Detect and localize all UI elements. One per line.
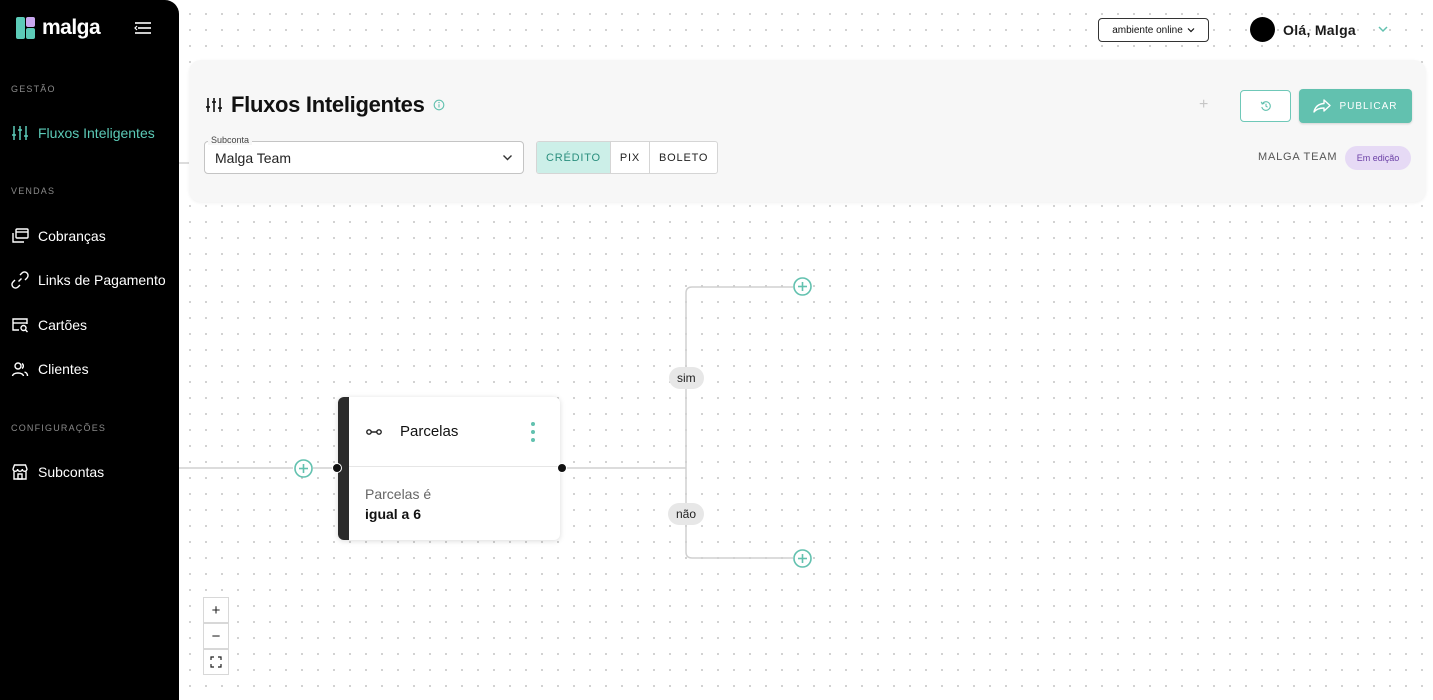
store-icon xyxy=(12,464,28,480)
node-condition-label: Parcelas é xyxy=(365,486,432,502)
user-greeting: Olá, Malga xyxy=(1283,21,1357,38)
organization-name: MALGA TEAM xyxy=(1258,151,1338,163)
node-output-handle[interactable] xyxy=(557,463,567,473)
more-vertical-icon[interactable] xyxy=(529,421,537,443)
subaccount-label: Subconta xyxy=(208,135,253,145)
sidebar-item-cobrancas[interactable]: Cobranças xyxy=(11,225,106,247)
status-badge: Em edição xyxy=(1345,146,1411,170)
add-node-button-input[interactable] xyxy=(293,458,314,479)
flow-header-panel xyxy=(189,60,1426,202)
tab-pix[interactable]: PIX xyxy=(609,142,649,173)
logo[interactable]: malga xyxy=(16,16,101,40)
sidebar-item-label: Clientes xyxy=(38,361,89,377)
sidebar-item-links-de-pagamento[interactable]: Links de Pagamento xyxy=(11,269,166,291)
user-menu[interactable]: Olá, Malga xyxy=(1250,17,1356,42)
add-node-button-no[interactable] xyxy=(792,548,813,569)
link-icon xyxy=(11,271,29,289)
publish-label: PUBLICAR xyxy=(1339,100,1398,112)
share-icon xyxy=(1313,99,1332,113)
info-icon[interactable] xyxy=(433,99,445,111)
sidebar-item-label: Links de Pagamento xyxy=(38,272,166,288)
node-condition-value: igual a 6 xyxy=(365,506,422,522)
subaccount-select[interactable]: Malga Team xyxy=(204,141,524,174)
section-title-vendas: VENDAS xyxy=(11,186,56,196)
environment-value: ambiente online xyxy=(1112,24,1183,36)
sidebar-item-fluxos-inteligentes[interactable]: Fluxos Inteligentes xyxy=(11,122,155,144)
sidebar-item-clientes[interactable]: Clientes xyxy=(11,358,89,380)
sidebar: malga GESTÃO Fluxos Inteligentes VENDAS … xyxy=(0,0,179,700)
page-title: Fluxos Inteligentes xyxy=(231,92,425,117)
environment-select[interactable]: ambiente online xyxy=(1098,18,1209,42)
node-header: Parcelas xyxy=(349,397,560,467)
flow-node-parcelas[interactable]: Parcelas Parcelas é igual a 6 xyxy=(338,397,560,540)
node-input-handle[interactable] xyxy=(332,463,342,473)
sidebar-item-label: Fluxos Inteligentes xyxy=(38,125,155,141)
fit-view-button[interactable] xyxy=(203,649,229,675)
sidebar-item-label: Cobranças xyxy=(38,228,106,244)
branch-label-no: não xyxy=(668,503,705,525)
history-button[interactable] xyxy=(1240,90,1291,122)
publish-button[interactable]: PUBLICAR xyxy=(1299,89,1412,123)
history-icon xyxy=(1260,101,1271,111)
logo-text: malga xyxy=(42,16,101,39)
node-title: Parcelas xyxy=(400,423,459,440)
add-icon[interactable]: + xyxy=(1199,96,1209,113)
sidebar-item-cartoes[interactable]: Cartões xyxy=(11,314,87,336)
sliders-icon xyxy=(12,126,28,140)
card-search-icon xyxy=(12,318,28,333)
chevron-down-icon xyxy=(503,155,512,161)
chevron-down-icon[interactable] xyxy=(1377,23,1389,35)
chevron-down-icon xyxy=(1187,28,1195,33)
malga-logo-icon xyxy=(16,17,35,39)
installments-icon xyxy=(366,429,382,435)
zoom-out-button[interactable]: − xyxy=(203,623,229,649)
menu-collapse-icon[interactable] xyxy=(134,20,152,36)
section-title-configuracoes: CONFIGURAÇÕES xyxy=(11,423,107,433)
zoom-in-button[interactable]: + xyxy=(203,597,229,623)
users-icon xyxy=(11,362,29,377)
node-accent-bar xyxy=(338,397,349,540)
sidebar-item-label: Cartões xyxy=(38,317,88,333)
fullscreen-icon xyxy=(210,656,222,668)
tab-credito[interactable]: CRÉDITO xyxy=(537,142,610,173)
sidebar-item-subcontas[interactable]: Subcontas xyxy=(11,461,104,483)
section-title-gestao: GESTÃO xyxy=(11,84,56,94)
subaccount-value: Malga Team xyxy=(215,150,292,166)
sidebar-item-label: Subcontas xyxy=(38,464,105,480)
charges-icon xyxy=(12,228,29,243)
avatar xyxy=(1250,17,1275,42)
tab-boleto[interactable]: BOLETO xyxy=(649,142,717,173)
branch-label-yes: sim xyxy=(669,367,704,389)
page-title-row: Fluxos Inteligentes xyxy=(205,92,445,118)
add-node-button-yes[interactable] xyxy=(792,276,813,297)
payment-method-toggle: CRÉDITO PIX BOLETO xyxy=(536,141,719,174)
sliders-icon xyxy=(206,98,222,112)
